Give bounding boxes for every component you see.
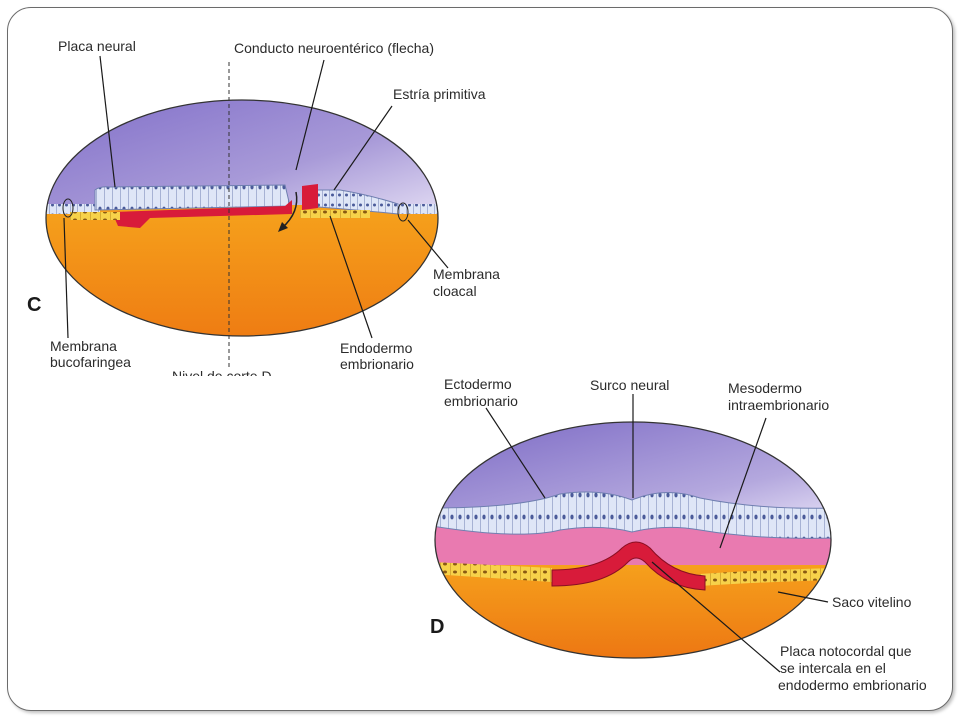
- label-nivel-corte-clip: Nivel de corte D: [170, 366, 300, 376]
- label-ectodermo-line2: embrionario: [444, 393, 518, 409]
- label-placa-notocordal-line2: se intercala en el: [780, 660, 886, 676]
- label-membrana-cloacal-line1: Membrana: [433, 266, 500, 282]
- label-saco-vitelino: Saco vitelino: [832, 594, 912, 610]
- panel-c-letter: C: [27, 294, 42, 316]
- panel-d-letter: D: [430, 616, 445, 638]
- label-estria-primitiva: Estría primitiva: [393, 86, 486, 102]
- label-ectodermo-line1: Ectodermo: [444, 376, 512, 392]
- label-surco-neural: Surco neural: [590, 377, 670, 393]
- label-endodermo-line1: Endodermo: [340, 340, 413, 356]
- label-mesodermo-line1: Mesodermo: [728, 380, 802, 396]
- label-endodermo-line2: embrionario: [340, 356, 414, 372]
- panel-d-illustration: [434, 394, 832, 673]
- label-placa-notocordal-line3: endodermo embrionario: [778, 677, 927, 693]
- label-conducto-neuroenterico: Conducto neuroentérico (flecha): [234, 40, 435, 56]
- label-membrana-cloacal-line2: cloacal: [433, 283, 477, 299]
- panel-c-illustration: [45, 55, 449, 368]
- label-placa-notocordal-line1: Placa notocordal que: [780, 643, 912, 659]
- label-membrana-buco-line1: Membrana: [50, 338, 117, 354]
- label-nivel-corte: Nivel de corte D: [172, 368, 272, 376]
- label-placa-neural: Placa neural: [58, 38, 136, 54]
- label-mesodermo-line2: intraembrionario: [728, 397, 830, 413]
- label-membrana-buco-line2: bucofaringea: [50, 354, 131, 370]
